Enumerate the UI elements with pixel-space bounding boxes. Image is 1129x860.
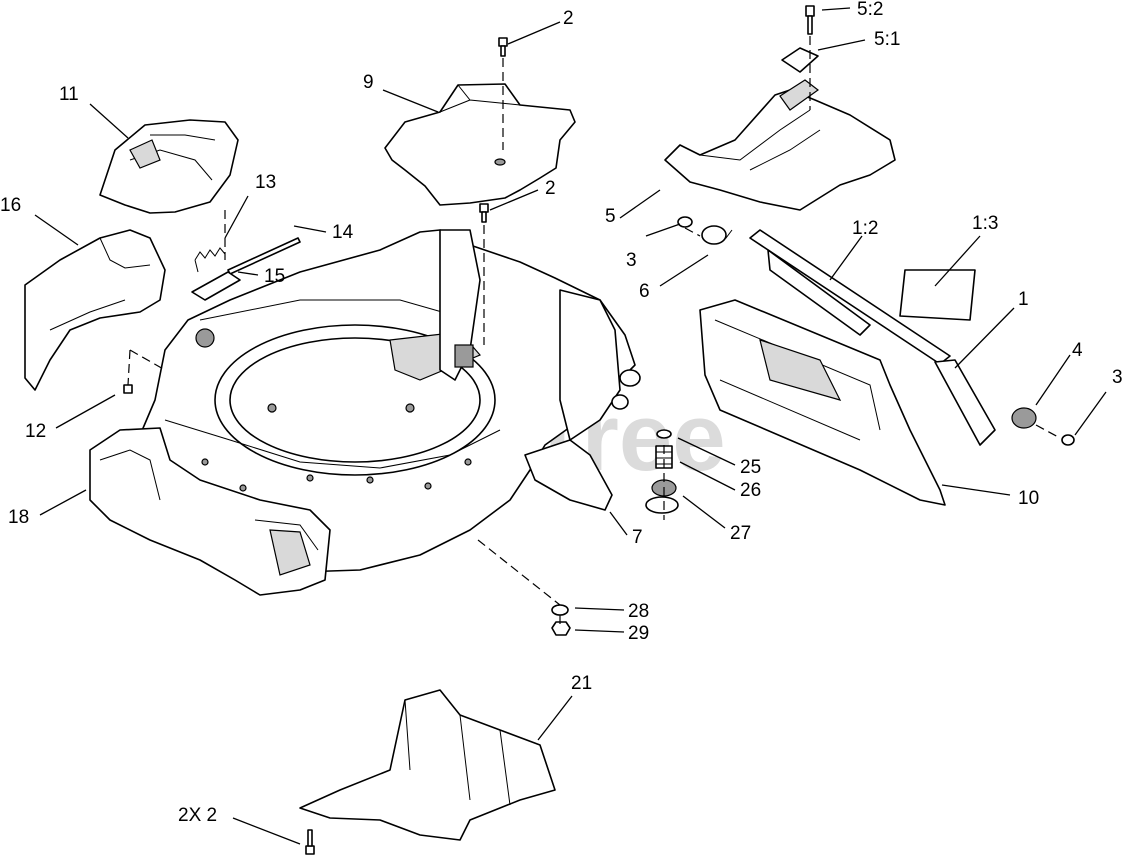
- callout-2-top: 2: [563, 8, 574, 29]
- part-3-e-clip-right[interactable]: [1061, 434, 1075, 446]
- part-15-bracket[interactable]: [191, 271, 241, 301]
- part-28-washer[interactable]: [551, 604, 569, 616]
- part-3-e-clip-left[interactable]: [677, 216, 693, 228]
- callout-27: 27: [730, 523, 751, 544]
- part-5-2-screw[interactable]: [805, 5, 815, 35]
- part-12-screw[interactable]: [123, 384, 133, 394]
- callout-3-right: 3: [1112, 367, 1123, 388]
- part-29-nut[interactable]: [551, 621, 571, 636]
- callout-14: 14: [332, 222, 354, 243]
- assembly-center-lines: [127, 36, 1061, 625]
- callout-7: 7: [632, 527, 643, 548]
- callout-18: 18: [8, 507, 29, 528]
- part-21-mulch-plug[interactable]: [299, 689, 556, 841]
- callout-1-3: 1:3: [972, 213, 998, 234]
- callout-2-mid: 2: [545, 178, 556, 199]
- callout-9: 9: [363, 72, 374, 93]
- part-2-screw-bottom[interactable]: [305, 829, 315, 855]
- part-1-hinge-rod[interactable]: [749, 229, 996, 446]
- part-6-torsion-spring[interactable]: [701, 225, 733, 245]
- callout-1-2: 1:2: [852, 218, 878, 239]
- part-5-discharge-shield[interactable]: [664, 79, 896, 211]
- callout-16: 16: [0, 195, 21, 216]
- part-9-deflector-plate[interactable]: [384, 83, 576, 206]
- part-13-spring[interactable]: [194, 247, 226, 273]
- callout-10: 10: [1018, 488, 1039, 509]
- part-16-side-guard[interactable]: [24, 229, 166, 391]
- callout-6: 6: [639, 281, 650, 302]
- leader-lines: [34, 7, 1107, 845]
- callout-3-left: 3: [626, 250, 637, 271]
- callout-26: 26: [740, 480, 761, 501]
- callout-2x2: 2X 2: [178, 805, 217, 826]
- callout-29: 29: [628, 623, 649, 644]
- callout-11: 11: [59, 84, 79, 105]
- part-4-spring[interactable]: [1011, 407, 1037, 429]
- callout-4: 4: [1072, 340, 1083, 361]
- part-25-washer[interactable]: [656, 429, 672, 439]
- part-5-1-clip[interactable]: [781, 47, 819, 73]
- callout-5-1: 5:1: [874, 29, 900, 50]
- part-2-screw-mid[interactable]: [479, 203, 489, 223]
- callout-15: 15: [264, 266, 285, 287]
- callout-21: 21: [571, 673, 592, 694]
- callout-5: 5: [605, 206, 616, 227]
- callout-28: 28: [628, 601, 649, 622]
- callout-25: 25: [740, 457, 761, 478]
- part-10-rear-door[interactable]: [699, 299, 946, 506]
- part-11-top-cover[interactable]: [99, 119, 239, 214]
- callout-5-2: 5:2: [857, 0, 883, 20]
- part-7-rear-plate[interactable]: [524, 439, 613, 511]
- callout-12: 12: [25, 421, 46, 442]
- callout-labels: 2 5:2 5:1 9 11 13 2 16 14 15 5 1:2 1:3 3…: [0, 0, 1123, 826]
- callout-13: 13: [255, 172, 276, 193]
- part-18-front-bumper[interactable]: [89, 427, 331, 596]
- part-2-screw-top[interactable]: [498, 37, 508, 57]
- mower-deck-housing[interactable]: [137, 229, 641, 573]
- part-1-3-decal[interactable]: [899, 269, 976, 321]
- callout-1: 1: [1018, 289, 1029, 310]
